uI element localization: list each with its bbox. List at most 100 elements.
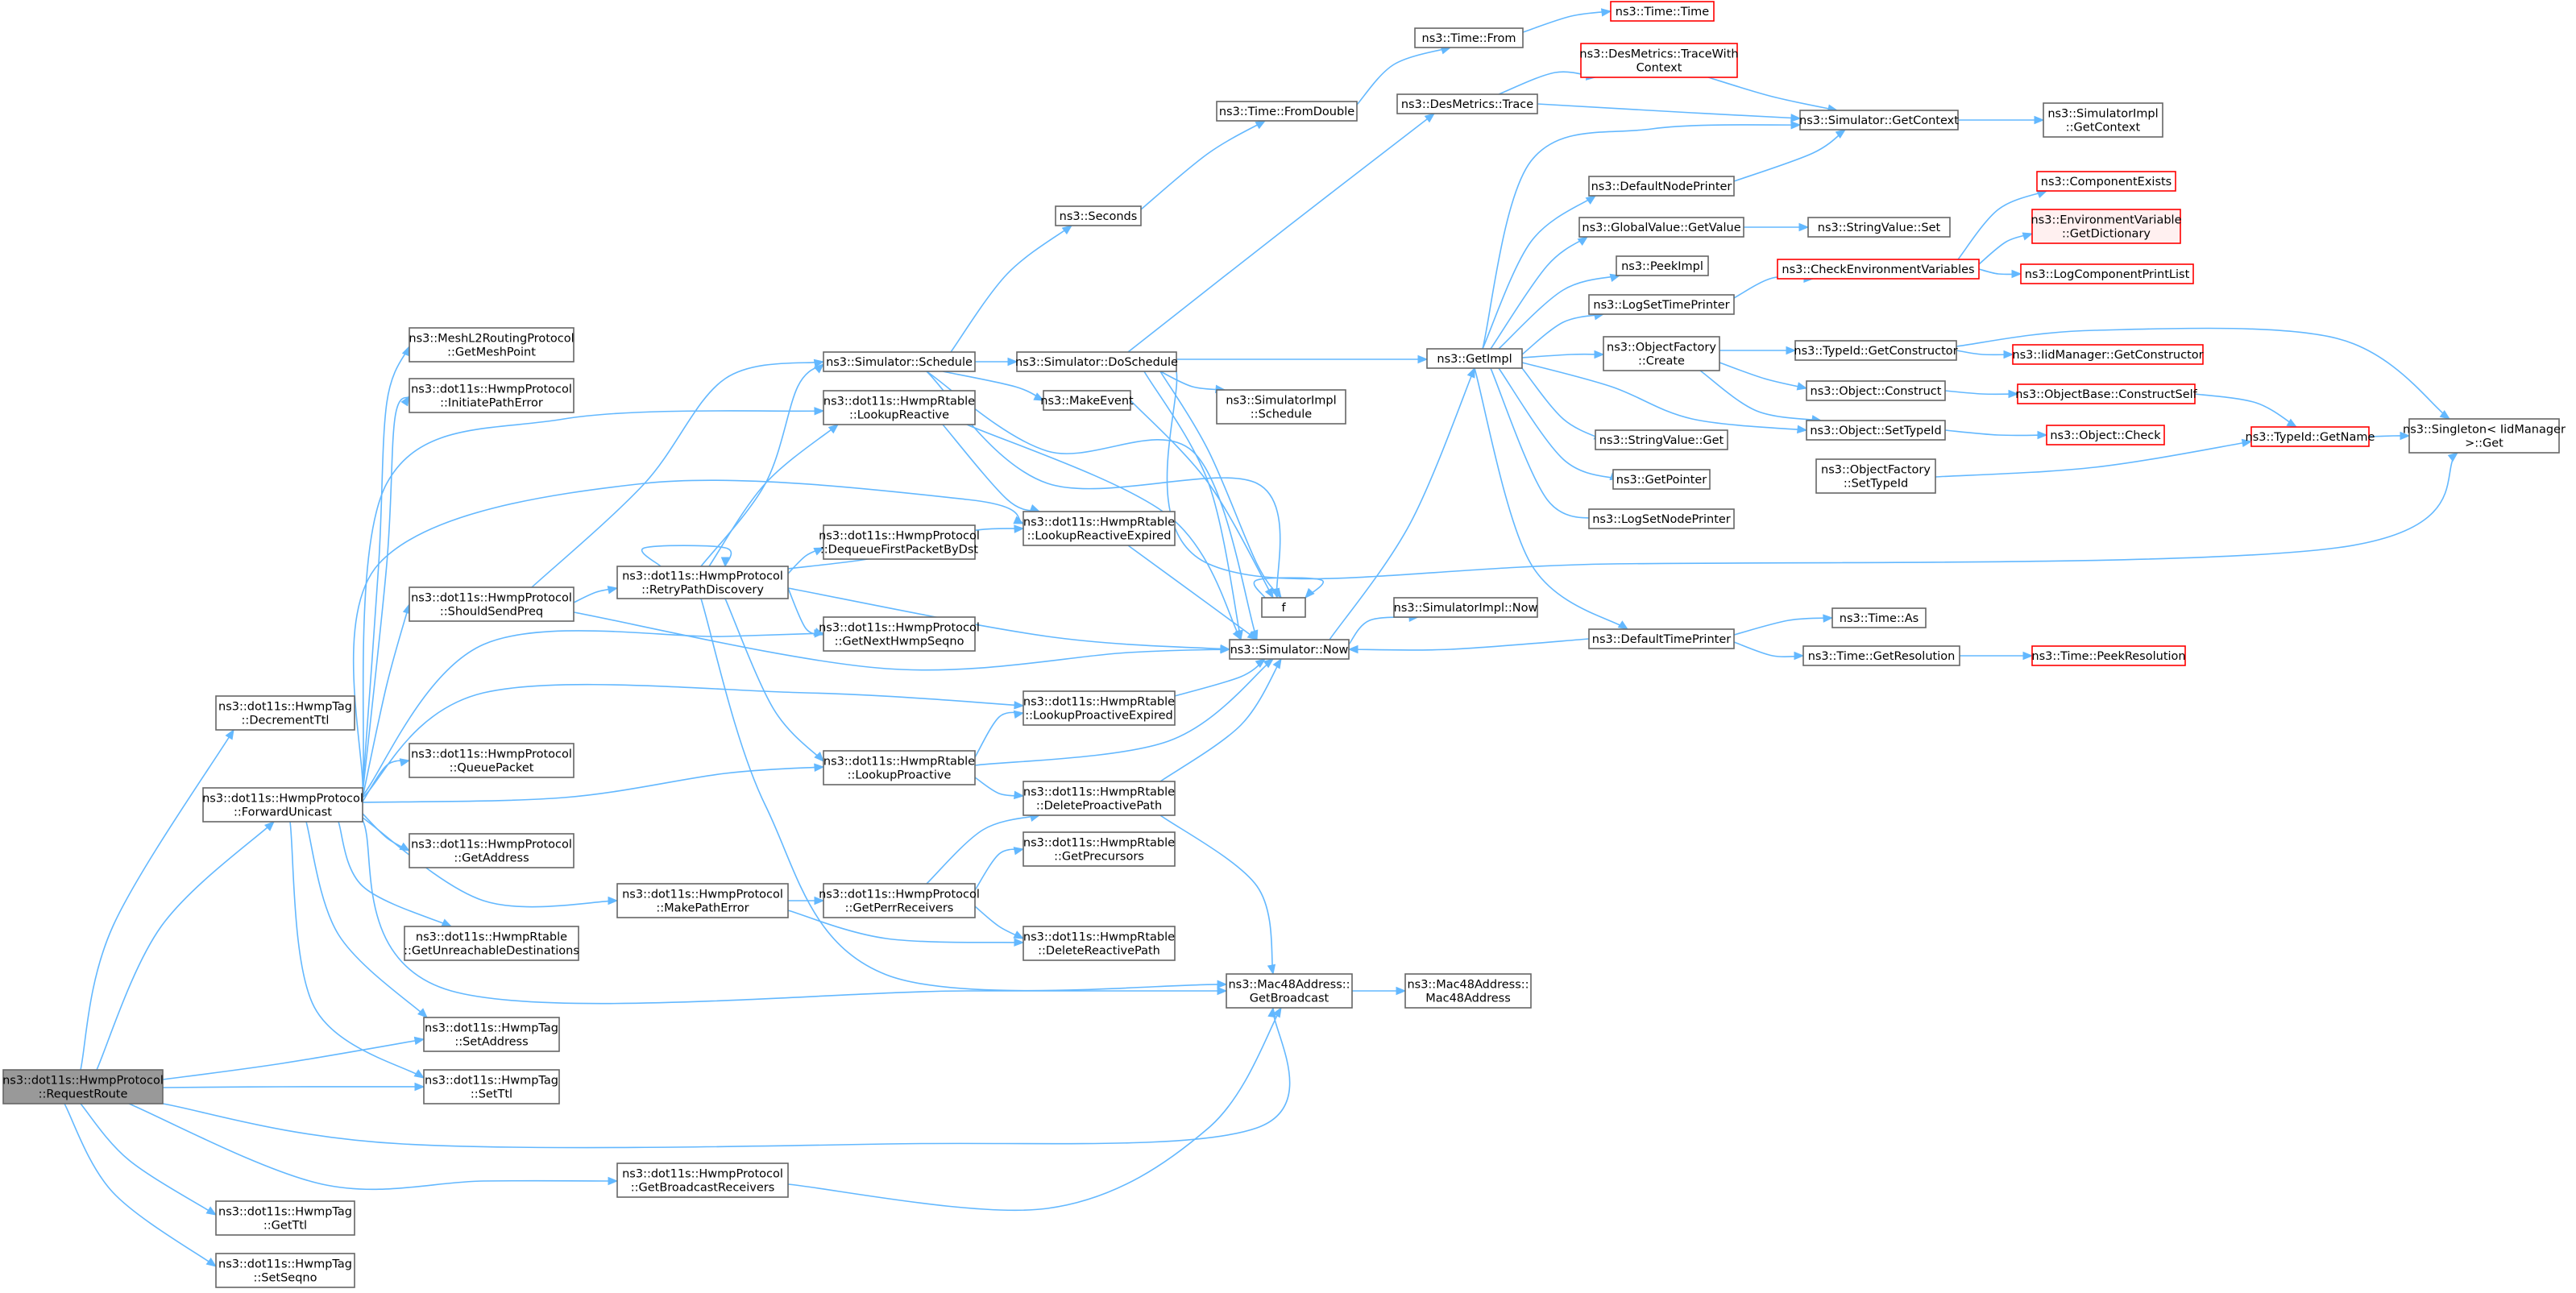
node-label: ns3::GlobalValue::GetValue [1582,222,1740,234]
node-objsettid[interactable]: ns3::Object::SetTypeId [1806,420,1946,441]
node-timefrom[interactable]: ns3::Time::From [1414,27,1524,48]
node-label: ::LookupReactive [849,409,949,422]
node-singleton[interactable]: ns3::Singleton< IidManager>::Get [2403,418,2566,454]
edge-arrowhead [1835,129,1847,139]
node-simimplnow[interactable]: ns3::SimulatorImpl::Now [1393,597,1538,618]
node-getbcrecv[interactable]: ns3::dot11s::HwmpProtocol::GetBroadcastR… [616,1162,789,1198]
node-svset[interactable]: ns3::StringValue::Set [1807,217,1951,238]
edge-arrowhead [1424,113,1436,123]
edge-line [1944,429,2047,437]
edge-lookupproactive-to-lookupproactiveexp [974,710,1025,758]
node-doschedule[interactable]: ns3::Simulator::DoSchedule [1015,351,1178,372]
node-tidgetctor[interactable]: ns3::TypeId::GetConstructor [1794,340,1958,361]
node-delproactive[interactable]: ns3::dot11s::HwmpRtable::DeleteProactive… [1023,781,1176,816]
node-simimplgetctx[interactable]: ns3::SimulatorImpl::GetContext [2043,102,2163,138]
node-dequeue[interactable]: ns3::dot11s::HwmpProtocol::DequeueFirstP… [819,524,980,560]
node-getimpl[interactable]: ns3::GetImpl [1426,348,1523,369]
node-gvgetvalue[interactable]: ns3::GlobalValue::GetValue [1578,217,1744,238]
node-logsetnode[interactable]: ns3::LogSetNodePrinter [1588,508,1735,529]
node-peekres[interactable]: ns3::Time::PeekResolution [2031,645,2186,666]
node-destrace[interactable]: ns3::DesMetrics::Trace [1396,93,1538,114]
node-label: ns3::Mac48Address:: [1407,979,1529,992]
node-getprecursors[interactable]: ns3::dot11s::HwmpRtable::GetPrecursors [1023,831,1176,867]
node-getunreach[interactable]: ns3::dot11s::HwmpRtable::GetUnreachableD… [404,926,579,961]
node-timetime[interactable]: ns3::Time::Time [1610,1,1715,22]
node-root[interactable]: ns3::dot11s::HwmpProtocol::RequestRoute [2,1069,164,1104]
node-logprintlist[interactable]: ns3::LogComponentPrintList [2020,263,2194,284]
node-deftimeprinter[interactable]: ns3::DefaultTimePrinter [1588,628,1735,649]
node-makeevent[interactable]: ns3::MakeEvent [1040,390,1134,411]
node-label: ns3::dot11s::HwmpProtocol [411,748,572,761]
node-tagsetseq[interactable]: ns3::dot11s::HwmpTag::SetSeqno [215,1253,355,1288]
node-box [1393,597,1538,618]
edge-doschedule-to-singleton [1166,371,2459,580]
node-getperr[interactable]: ns3::dot11s::HwmpProtocol::GetPerrReceiv… [819,883,980,918]
node-compexists[interactable]: ns3::ComponentExists [2036,171,2176,192]
node-simimplschedule[interactable]: ns3::SimulatorImpl::Schedule [1216,389,1346,425]
node-makeerr[interactable]: ns3::dot11s::HwmpProtocol::MakePathError [616,883,789,918]
node-tagsetaddr[interactable]: ns3::dot11s::HwmpTag::SetAddress [423,1017,560,1052]
node-tidgetname[interactable]: ns3::TypeId::GetName [2246,426,2375,447]
node-envgetdict[interactable]: ns3::EnvironmentVariable::GetDictionary [2031,209,2182,244]
edge-line [926,371,1281,599]
node-logsettime[interactable]: ns3::LogSetTimePrinter [1588,294,1735,315]
node-mac48ctor[interactable]: ns3::Mac48Address::Mac48Address [1404,973,1532,1009]
node-initerr[interactable]: ns3::dot11s::HwmpProtocol::InitiatePathE… [409,378,575,413]
node-timeas[interactable]: ns3::Time::As [1831,607,1927,628]
edge-root-to-getbcrecv [128,1103,619,1191]
node-tagdec[interactable]: ns3::dot11s::HwmpTag::DecrementTtl [215,695,355,731]
node-objcheck[interactable]: ns3::Object::Check [2046,425,2165,446]
node-box [1578,217,1744,238]
edge-getimpl-to-logsettime [1521,312,1605,355]
node-svget[interactable]: ns3::StringValue::Get [1595,429,1728,450]
node-getbroadcast[interactable]: ns3::Mac48Address::GetBroadcast [1226,973,1353,1009]
edge-line [1733,276,1814,299]
node-seconds[interactable]: ns3::Seconds [1055,205,1142,226]
node-getnextseq[interactable]: ns3::dot11s::HwmpProtocol::GetNextHwmpSe… [819,616,980,652]
node-retry[interactable]: ns3::dot11s::HwmpProtocol::RetryPathDisc… [616,566,789,599]
edge-arrowhead [1014,701,1025,710]
node-shouldpreq[interactable]: ns3::dot11s::HwmpProtocol::ShouldSendPre… [409,586,575,622]
node-box [1616,255,1709,276]
edge-doschedule-to-f [1159,371,1282,599]
edge-getimpl-to-objsettid [1521,362,1808,434]
node-tagsetttl[interactable]: ns3::dot11s::HwmpTag::SetTtl [423,1069,560,1104]
edge-arrowhead [607,586,619,595]
node-box [1216,389,1346,425]
node-objconstruct[interactable]: ns3::Object::Construct [1806,380,1946,401]
node-schedule[interactable]: ns3::Simulator::Schedule [823,351,976,372]
node-lookupreactiveexp[interactable]: ns3::dot11s::HwmpRtable::LookupReactiveE… [1023,511,1176,546]
node-delreactive[interactable]: ns3::dot11s::HwmpRtable::DeleteReactiveP… [1023,926,1176,961]
node-getaddr[interactable]: ns3::dot11s::HwmpProtocol::GetAddress [409,833,575,868]
node-lookupproactive[interactable]: ns3::dot11s::HwmpRtable::LookupProactive [823,750,976,785]
node-f[interactable]: f [1261,597,1306,618]
node-taggetttl[interactable]: ns3::dot11s::HwmpTag::GetTtl [215,1200,355,1236]
node-iidgetctor[interactable]: ns3::IidManager::GetConstructor [2012,344,2204,365]
edge-tidgetctor-to-iidgetctor [1956,350,2014,359]
node-simgetctx[interactable]: ns3::Simulator::GetContext [1799,110,1959,131]
node-fwd[interactable]: ns3::dot11s::HwmpProtocol::ForwardUnicas… [202,787,363,823]
node-timegetres[interactable]: ns3::Time::GetResolution [1802,645,1960,666]
node-label: ns3::DefaultNodePrinter [1591,180,1732,193]
node-label: ns3::Singleton< IidManager [2403,424,2566,437]
node-meshpt[interactable]: ns3::MeshL2RoutingProtocol::GetMeshPoint [409,327,575,363]
edge-arrowhead [1033,392,1045,401]
node-label: ns3::dot11s::HwmpProtocol [411,592,572,605]
node-box [423,1017,560,1052]
node-ofsettid[interactable]: ns3::ObjectFactory::SetTypeId [1815,458,1936,494]
node-label: ::SetTypeId [1844,478,1908,491]
node-lookupreactive[interactable]: ns3::dot11s::HwmpRtable::LookupReactive [823,390,976,425]
node-objbaseconstruct[interactable]: ns3::ObjectBase::ConstructSelf [2015,383,2198,404]
node-lookupproactiveexp[interactable]: ns3::dot11s::HwmpRtable::LookupProactive… [1023,690,1176,726]
node-defnodeprinter[interactable]: ns3::DefaultNodePrinter [1588,176,1735,197]
node-box [215,1200,355,1236]
node-timefromdouble[interactable]: ns3::Time::FromDouble [1216,101,1358,122]
node-queuepkt[interactable]: ns3::dot11s::HwmpProtocol::QueuePacket [409,743,575,778]
node-getpointer[interactable]: ns3::GetPointer [1612,469,1711,490]
node-simnow[interactable]: ns3::Simulator::Now [1229,639,1350,660]
node-peekimpl[interactable]: ns3::PeekImpl [1616,255,1709,276]
node-ofcreate[interactable]: ns3::ObjectFactory::Create [1603,336,1720,371]
node-checkenv[interactable]: ns3::CheckEnvironmentVariables [1777,259,1980,280]
